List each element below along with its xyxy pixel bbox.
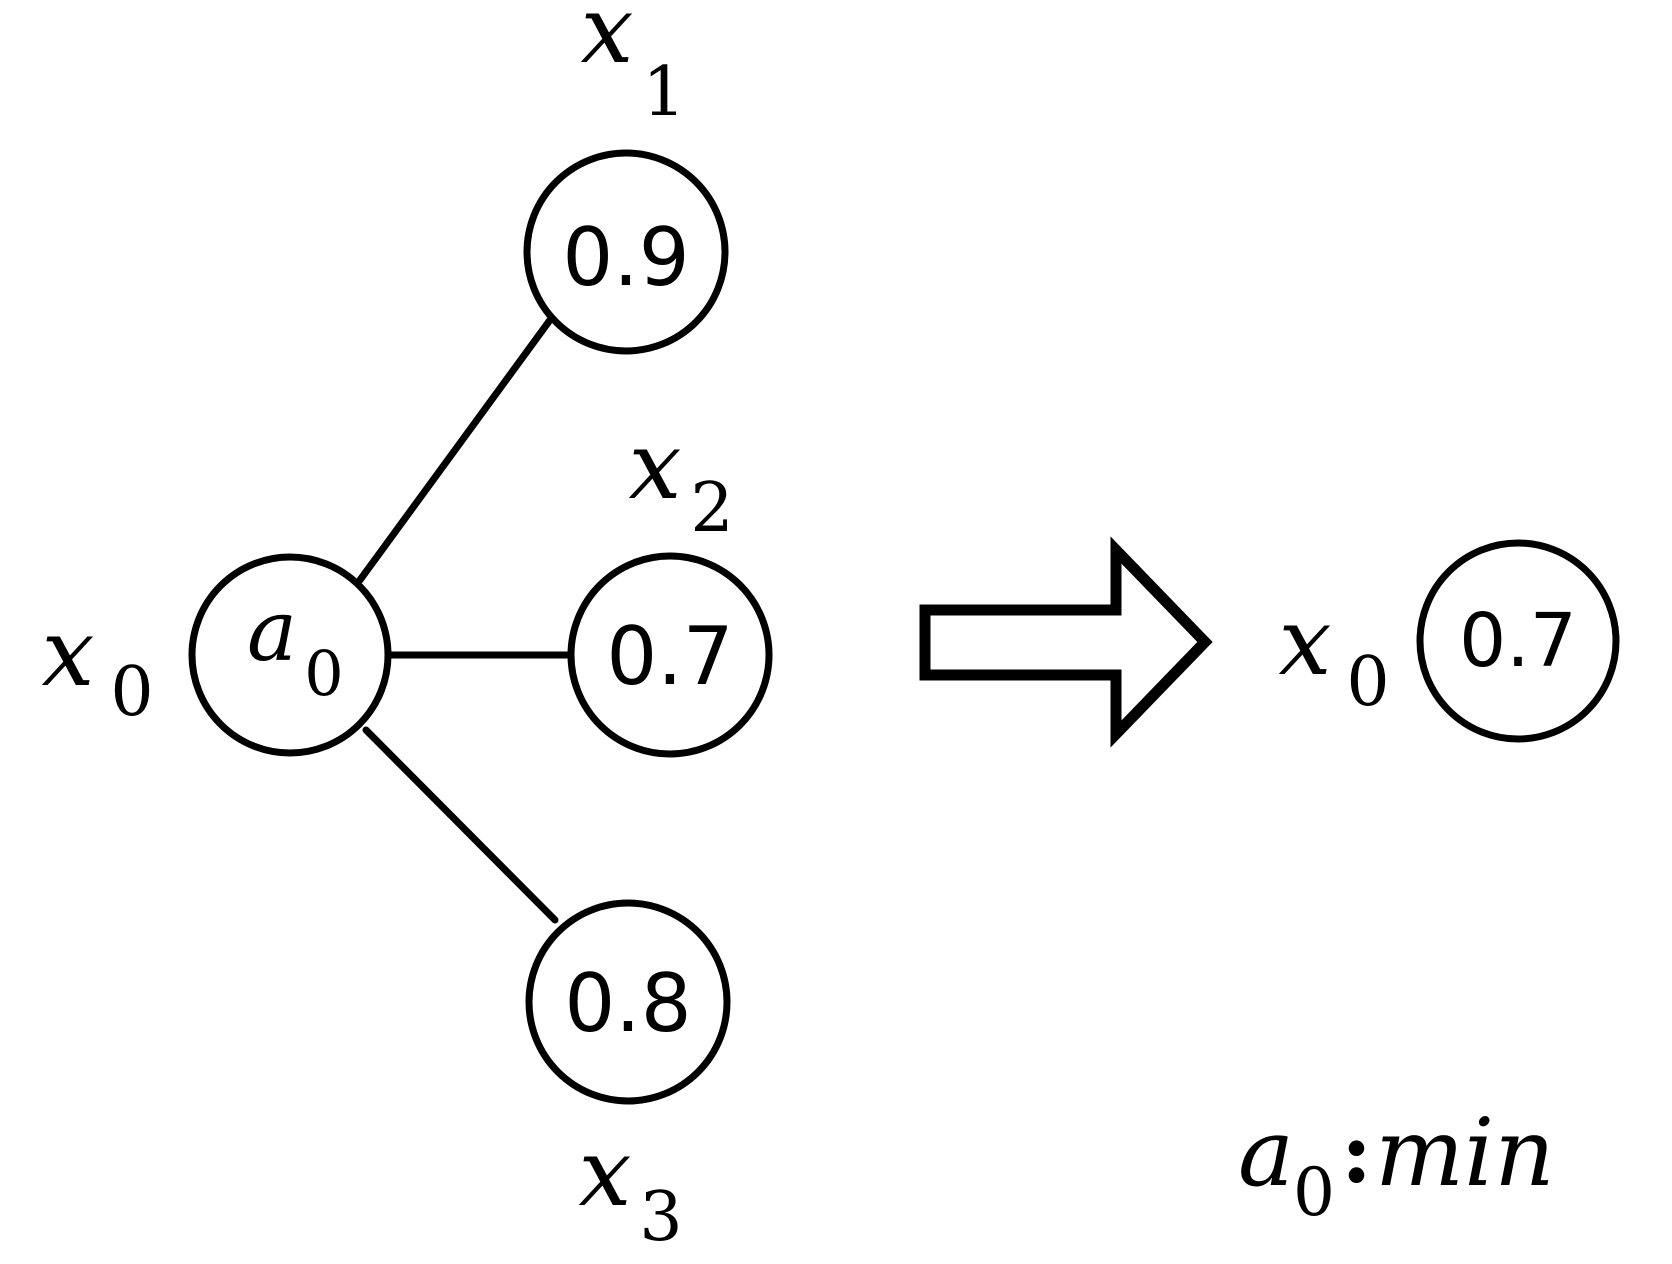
child-node-3: 0.8 [525,899,731,1105]
transform-arrow-icon [919,536,1213,748]
root-node-operator: a [247,582,297,680]
child-node-1-circle [523,149,729,355]
result-node-label: x 0 [1278,588,1389,722]
child-node-1-label: x 1 [580,0,685,132]
legend-operation: min [1375,1099,1555,1208]
root-node-circle [188,553,392,757]
svg-text:x: x [41,599,94,708]
child-node-2-label: x 2 [628,412,733,548]
legend-symbol: a [1238,1099,1294,1208]
svg-text:0: 0 [110,653,153,732]
svg-text:x: x [1278,588,1331,697]
edge-root-child1 [356,316,554,584]
legend-separator: : [1341,1103,1372,1202]
edge-root-child3 [362,726,559,924]
root-node: a 0 [188,553,392,757]
child-node-2-circle [567,552,773,758]
root-node-operator-subscript: 0 [304,637,343,710]
legend-symbol-subscript: 0 [1293,1154,1335,1231]
svg-text:x: x [578,1119,631,1228]
child-node-3-circle [525,899,731,1105]
child-node-3-value: 0.8 [564,957,691,1050]
child-node-1-value: 0.9 [562,211,689,304]
svg-text:1: 1 [642,53,685,132]
svg-text:3: 3 [639,1178,682,1257]
child-node-2-value: 0.7 [606,610,733,703]
child-node-3-label: x 3 [578,1119,682,1257]
operator-legend: a 0 : min [1238,1099,1555,1231]
svg-text:2: 2 [690,469,733,548]
child-node-2: 0.7 [567,552,773,758]
result-node-value: 0.7 [1459,598,1577,684]
result-node-circle [1416,539,1620,743]
child-node-1: 0.9 [523,149,729,355]
svg-text:x: x [580,0,633,85]
result-node: 0.7 [1416,539,1620,743]
svg-text:0: 0 [1346,643,1389,722]
root-node-label: x 0 [41,599,153,732]
svg-text:x: x [628,412,681,521]
